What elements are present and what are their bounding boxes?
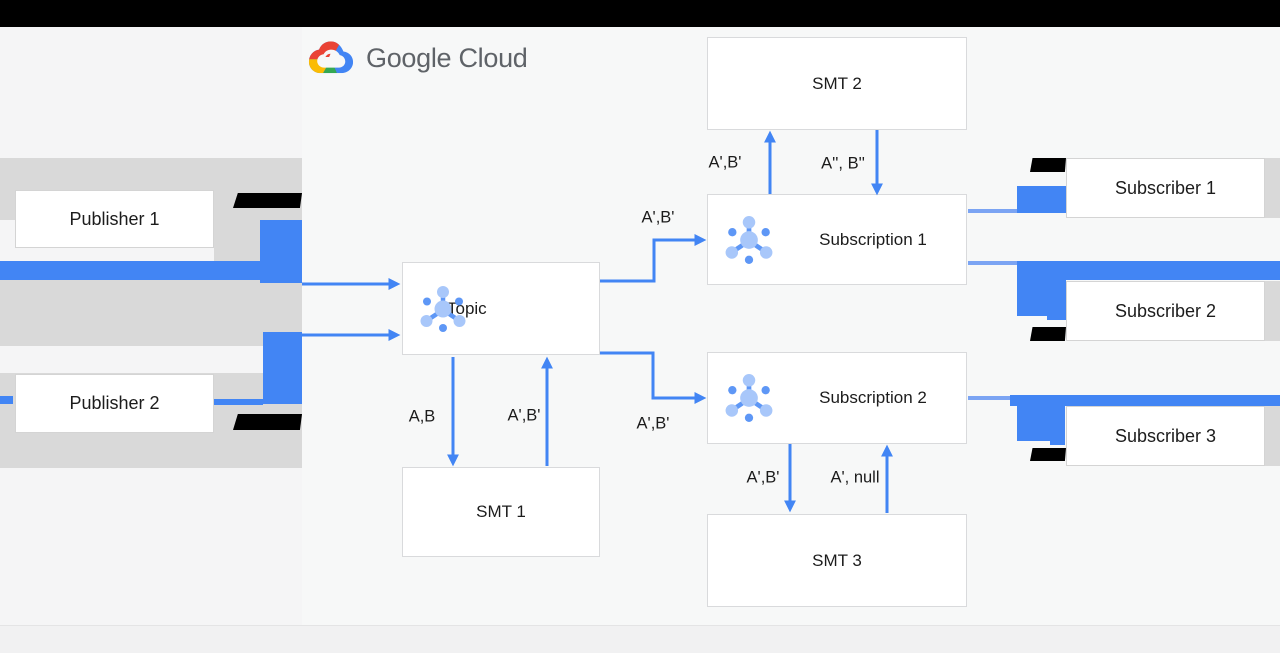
redacted-label-publisher2 [233,414,302,430]
smt2-box: SMT 2 [707,37,967,130]
subscriber-1-label: Subscriber 1 [1114,177,1217,198]
edge-label-subscription2-to-smt3: A',B' [746,468,780,487]
subscription-2-label: Subscription 2 [819,388,927,407]
google-cloud-logo-icon [308,41,354,74]
redacted-label-subscriber1 [1030,158,1066,172]
subscriber2-arrow-blob-step [1047,314,1066,320]
subscription1-to-subscriber2-stub [968,261,1017,265]
edge-label-smt3-to-subscription2: A', null [830,468,880,487]
publisher-2-box: Publisher 2 [15,374,214,433]
subscriber1-right-gray-strip [1265,158,1280,218]
smt1-label: SMT 1 [476,502,526,521]
subscriber-3-label: Subscriber 3 [1114,425,1217,446]
publisher1-arrow-blob-vertical [260,220,302,283]
publisher1-arrow-blob-band [0,261,260,280]
publisher2-arrow-strip-left [0,396,13,404]
publisher-1-label: Publisher 1 [69,208,160,229]
smt1-box: SMT 1 [402,467,600,557]
subscription-2-box: Subscription 2 [707,352,967,444]
subscriber1-arrow-blob [1017,186,1066,213]
subscription1-to-subscriber1-stub [968,209,1017,213]
edge-label-smt1-to-topic: A',B' [507,406,541,425]
subscriber2-arrow-band [1017,261,1280,280]
google-cloud-logo-text: Google Cloud [366,43,528,73]
subscriber-3-box: Subscriber 3 [1066,406,1265,466]
redacted-label-publisher1 [233,193,302,208]
subscription-1-box: Subscription 1 [707,194,967,285]
left-gray-band-2 [0,280,302,346]
subscriber-2-label: Subscriber 2 [1114,300,1217,321]
edge-label-topic-to-subscription1: A',B' [641,208,675,227]
subscriber2-right-gray-strip [1265,281,1280,341]
subscriber3-arrow-blob [1017,395,1065,441]
smt3-box: SMT 3 [707,514,967,607]
pubsub-topic-icon [419,285,467,332]
redacted-label-subscriber2 [1030,327,1066,341]
footer-band [0,625,1280,653]
subscription-1-label: Subscription 1 [819,229,927,249]
pubsub-subscription-icon [724,374,774,422]
subscriber3-arrow-band [1010,395,1280,406]
publisher2-arrow-strip-mid [214,399,263,405]
smt3-label: SMT 3 [812,550,862,570]
publisher-1-box: Publisher 1 [15,190,214,248]
redacted-label-subscriber3 [1030,448,1066,461]
google-cloud-logo: Google Cloud [308,38,548,80]
smt2-label: SMT 2 [812,73,862,93]
subscriber2-arrow-blob [1017,261,1066,316]
edge-label-topic-to-subscription2: A',B' [636,414,670,433]
top-black-bar [0,0,1280,27]
edge-label-smt2-to-subscription1: A'', B'' [821,154,865,173]
topic-box: Topic [402,262,600,355]
publisher-2-label: Publisher 2 [69,393,160,413]
subscriber3-arrow-blob-step [1050,439,1065,445]
edge-label-topic-to-smt1: A,B [408,407,436,426]
pubsub-subscription-icon [724,215,774,264]
subscriber3-right-gray-strip [1265,406,1280,466]
edge-label-subscription1-to-smt2: A',B' [708,153,742,172]
subscription2-to-subscriber3-stub [968,396,1010,400]
subscriber-2-box: Subscriber 2 [1066,281,1265,341]
subscriber-1-box: Subscriber 1 [1066,158,1265,218]
publisher2-arrow-blob-vertical [263,332,302,404]
